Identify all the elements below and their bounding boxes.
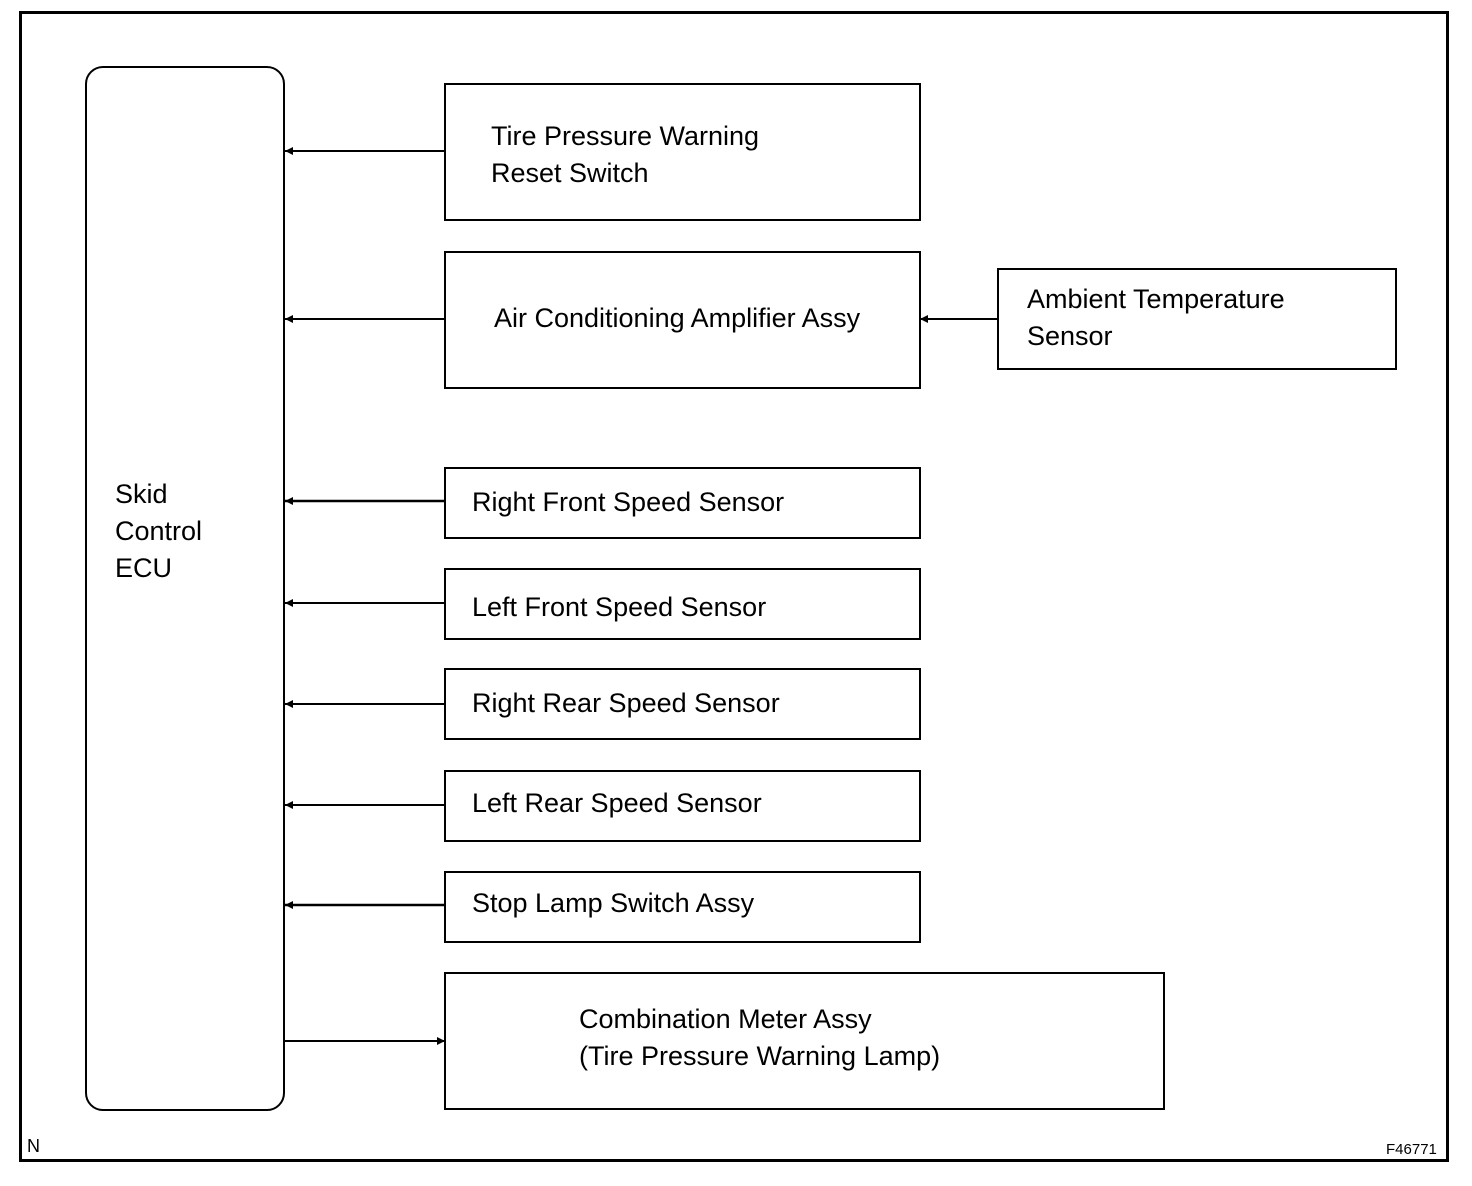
tire-reset-switch-line-1: Tire Pressure Warning bbox=[491, 121, 760, 151]
ac-amplifier-box bbox=[444, 251, 921, 389]
combination-meter-label: Combination Meter Assy (Tire Pressure Wa… bbox=[579, 1001, 940, 1075]
left-front-speed-sensor-label: Left Front Speed Sensor bbox=[472, 592, 767, 622]
combination-meter-line-1: Combination Meter Assy bbox=[579, 1004, 872, 1034]
skid-control-ecu-label: Skid Control ECU bbox=[115, 476, 202, 587]
diagram-frame bbox=[19, 11, 1449, 1162]
stop-lamp-switch-box bbox=[444, 871, 921, 943]
ambient-temp-sensor-line-2: Sensor bbox=[1027, 321, 1113, 351]
tire-reset-switch-label: Tire Pressure Warning Reset Switch bbox=[491, 118, 759, 192]
combination-meter-line-2: (Tire Pressure Warning Lamp) bbox=[579, 1041, 941, 1071]
right-rear-speed-sensor-label: Right Rear Speed Sensor bbox=[472, 688, 780, 718]
ecu-label-line-2: Control bbox=[115, 516, 203, 546]
ac-amplifier-label: Air Conditioning Amplifier Assy bbox=[494, 303, 861, 333]
corner-mark: N bbox=[27, 1136, 40, 1156]
ecu-label-line-3: ECU bbox=[115, 553, 173, 583]
ambient-temp-sensor-label: Ambient Temperature Sensor bbox=[1027, 281, 1285, 355]
ecu-label-line-1: Skid bbox=[115, 479, 168, 509]
skid-control-ecu-box bbox=[85, 66, 285, 1111]
left-rear-speed-sensor-box bbox=[444, 770, 921, 842]
combination-meter-box bbox=[444, 972, 1165, 1110]
left-front-speed-sensor-box bbox=[444, 568, 921, 640]
right-rear-speed-sensor-box bbox=[444, 668, 921, 740]
tire-reset-switch-line-2: Reset Switch bbox=[491, 158, 649, 188]
tire-reset-switch-box bbox=[444, 83, 921, 221]
ambient-temp-sensor-box bbox=[997, 268, 1397, 370]
figure-id: F46771 bbox=[1386, 1141, 1437, 1158]
right-front-speed-sensor-label: Right Front Speed Sensor bbox=[472, 487, 785, 517]
ambient-temp-sensor-line-1: Ambient Temperature bbox=[1027, 284, 1285, 314]
stop-lamp-switch-label: Stop Lamp Switch Assy bbox=[472, 888, 755, 918]
left-rear-speed-sensor-label: Left Rear Speed Sensor bbox=[472, 788, 762, 818]
right-front-speed-sensor-box bbox=[444, 467, 921, 539]
